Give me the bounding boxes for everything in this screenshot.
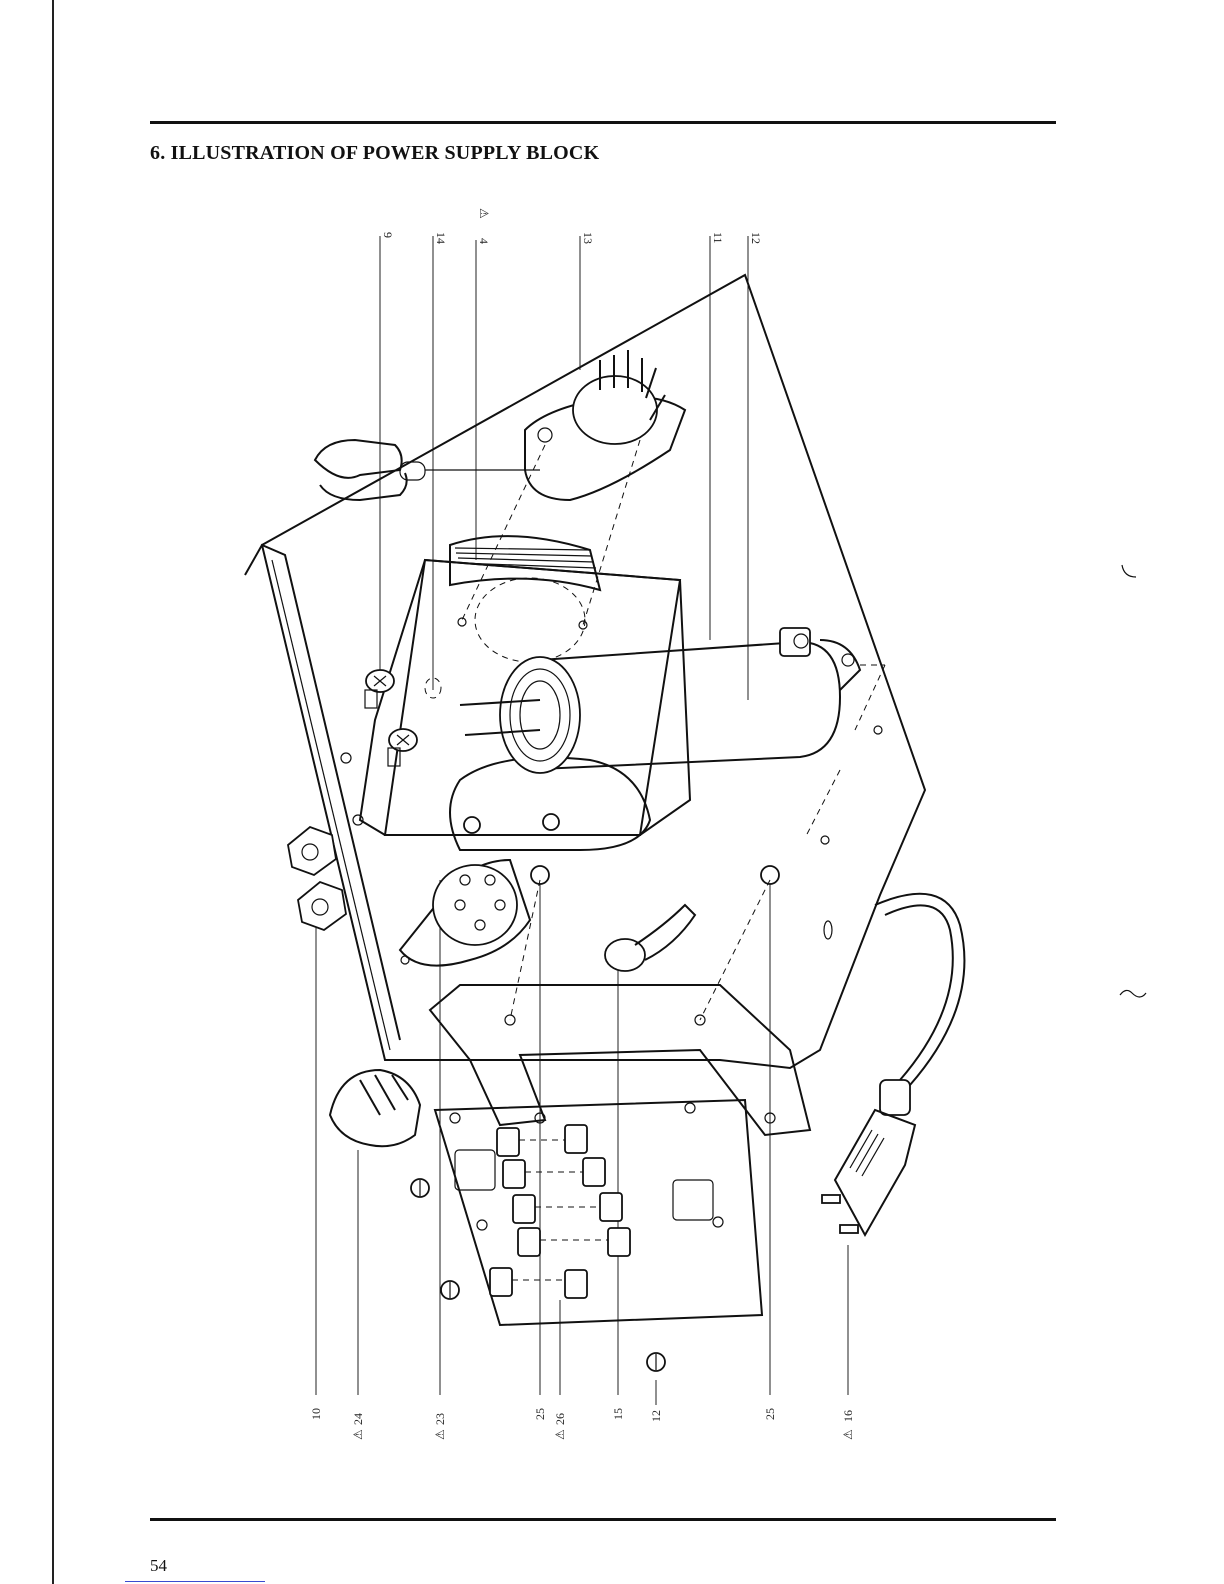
callout-label: 15 bbox=[611, 1408, 625, 1420]
callout-label: 12 bbox=[649, 1410, 663, 1422]
callout-label: 23 bbox=[433, 1413, 447, 1425]
callout-label: 10 bbox=[309, 1408, 323, 1420]
callout-label: 25 bbox=[763, 1408, 777, 1420]
callout-label: 16 bbox=[841, 1410, 855, 1422]
callout-label: 26 bbox=[553, 1413, 567, 1425]
callout-label: 11 bbox=[711, 232, 725, 244]
warning-triangle-icon: ⚠ bbox=[351, 1429, 365, 1440]
callout-label: 24 bbox=[351, 1413, 365, 1425]
pcb-screws bbox=[411, 1179, 665, 1371]
power-cord-and-plug bbox=[822, 894, 964, 1235]
warning-triangle-icon: ⚠ bbox=[477, 208, 491, 219]
outlet-socket-lower bbox=[400, 860, 530, 966]
callout-label: 9 bbox=[381, 232, 395, 238]
link-underline bbox=[125, 1581, 265, 1582]
page-number: 54 bbox=[150, 1556, 167, 1576]
rubber-grommets bbox=[288, 827, 346, 930]
fuse-pcb-board bbox=[435, 1100, 762, 1325]
screw-icon bbox=[441, 1281, 459, 1299]
plug-holder bbox=[330, 1070, 420, 1146]
strain-relief-bushing bbox=[605, 905, 695, 971]
callout-label: 12 bbox=[749, 232, 763, 244]
callout-label: 13 bbox=[581, 232, 595, 244]
warning-triangle-icon: ⚠ bbox=[553, 1429, 567, 1440]
screw-icon bbox=[647, 1353, 665, 1371]
screw-icon bbox=[388, 729, 417, 766]
callouts-bottom: 10 24 ⚠ 23 ⚠ 25 26 ⚠ 15 12 25 16 ⚠ bbox=[309, 1408, 855, 1440]
scan-marks bbox=[1120, 565, 1146, 997]
top-leader-lines bbox=[380, 236, 748, 700]
warning-triangle-icon: ⚠ bbox=[841, 1429, 855, 1440]
screw-icon bbox=[411, 1179, 429, 1197]
warning-triangle-icon: ⚠ bbox=[433, 1429, 447, 1440]
callout-label: 4 bbox=[477, 238, 491, 244]
clamp-clip bbox=[315, 440, 540, 500]
footer-rule bbox=[150, 1518, 1056, 1521]
callout-label: 25 bbox=[533, 1408, 547, 1420]
callouts-top: 9 14 4 ⚠ 13 11 12 bbox=[381, 208, 763, 244]
callout-label: 14 bbox=[434, 232, 448, 244]
